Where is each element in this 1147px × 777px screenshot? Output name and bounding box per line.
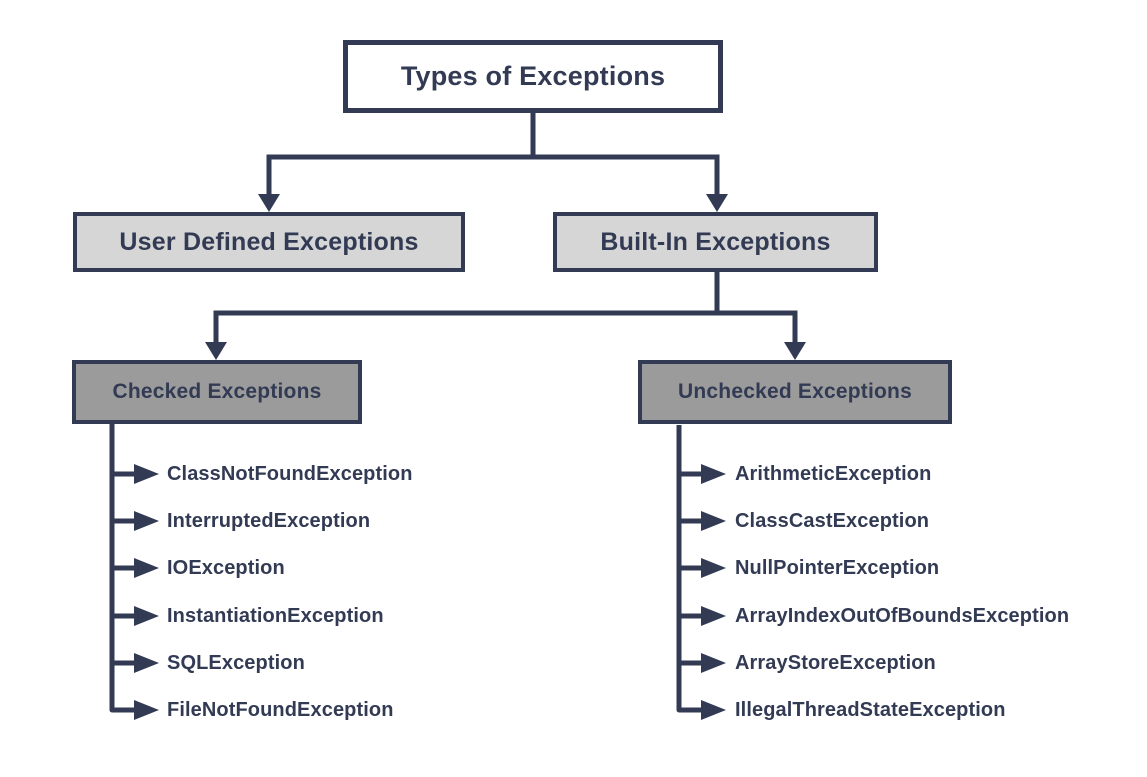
node-label: Built-In Exceptions — [600, 227, 831, 256]
arrowhead-icon — [258, 194, 728, 212]
node-built-in-exceptions: Built-In Exceptions — [553, 212, 878, 272]
node-label: Checked Exceptions — [112, 380, 322, 403]
node-label: Types of Exceptions — [400, 61, 666, 91]
list-item: ArrayIndexOutOfBoundsException — [735, 604, 1070, 627]
list-item: ArrayStoreException — [735, 651, 936, 674]
list-item: ArithmeticException — [735, 462, 932, 485]
list-item: InstantiationException — [167, 604, 384, 627]
list-item: ClassCastException — [735, 509, 930, 532]
list-item: IOException — [167, 556, 285, 579]
list-item: SQLException — [167, 651, 305, 674]
node-label: Unchecked Exceptions — [678, 380, 912, 403]
node-checked-exceptions: Checked Exceptions — [72, 360, 362, 424]
node-user-defined-exceptions: User Defined Exceptions — [73, 212, 465, 272]
list-item: InterruptedException — [167, 509, 371, 532]
arrowhead-icon — [134, 464, 159, 720]
list-item: IllegalThreadStateException — [735, 698, 1006, 721]
list-item: ClassNotFoundException — [167, 462, 413, 485]
list-item: NullPointerException — [735, 556, 940, 579]
list-item: FileNotFoundException — [167, 698, 394, 721]
edge-root-to-level2 — [266, 111, 720, 196]
edge-checked-list — [109, 423, 136, 713]
node-label: User Defined Exceptions — [119, 227, 419, 256]
node-unchecked-exceptions: Unchecked Exceptions — [638, 360, 952, 424]
arrowhead-icon — [205, 342, 806, 360]
arrowhead-icon — [701, 464, 726, 720]
edge-builtin-to-level3 — [213, 271, 798, 344]
edge-unchecked-list — [676, 425, 703, 713]
node-types-of-exceptions: Types of Exceptions — [343, 40, 723, 113]
